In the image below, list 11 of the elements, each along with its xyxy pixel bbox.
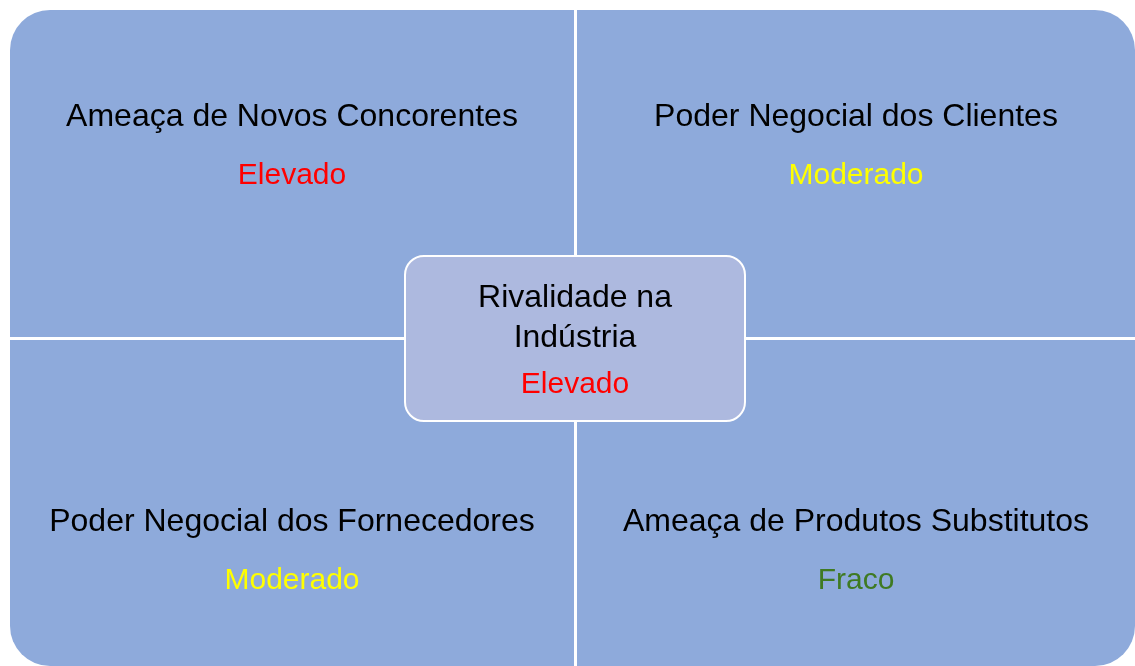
force-title: Poder Negocial dos Fornecedores bbox=[49, 501, 535, 540]
rating-text: Elevado bbox=[237, 156, 347, 192]
rating-text: Moderado bbox=[224, 561, 360, 597]
rating-text: Moderado bbox=[788, 156, 924, 192]
force-title: Ameaça de Produtos Substitutos bbox=[622, 501, 1089, 540]
force-title: Rivalidade na Indústria bbox=[477, 276, 673, 356]
rating-text: Elevado bbox=[520, 364, 630, 401]
force-title: Ameaça de Novos Concorentes bbox=[66, 96, 518, 135]
force-title: Poder Negocial dos Clientes bbox=[654, 96, 1058, 135]
center-box bbox=[404, 255, 746, 422]
rating-text: Fraco bbox=[817, 561, 895, 597]
